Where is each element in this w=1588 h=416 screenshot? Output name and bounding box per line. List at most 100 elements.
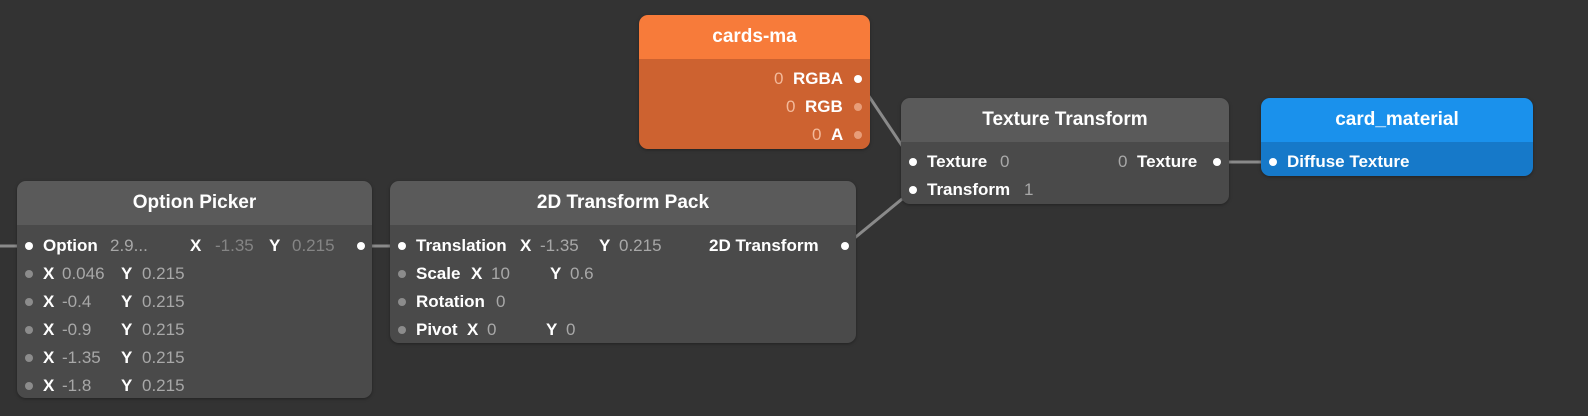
option-value[interactable]: 2.9...	[110, 236, 148, 255]
alpha-label: A	[831, 125, 844, 144]
option-picker-node[interactable]: Option Picker	[17, 181, 372, 398]
entry-x-label: X	[43, 376, 55, 395]
scale-input-port[interactable]	[398, 270, 406, 278]
texture-output-port[interactable]	[1213, 158, 1221, 166]
diffuse-texture-row: Diffuse Texture	[1261, 148, 1533, 176]
texture-transform-title[interactable]: Texture Transform	[901, 98, 1229, 142]
option-output-port[interactable]	[357, 242, 365, 250]
entry-y-label: Y	[121, 292, 133, 311]
pivot-label: Pivot	[416, 320, 458, 339]
pivot-x-value[interactable]: 0	[487, 320, 497, 339]
scale-y-label: Y	[550, 264, 562, 283]
pivot-x-label: X	[467, 320, 479, 339]
option-input-port[interactable]	[25, 242, 33, 250]
option-entry-port[interactable]	[25, 298, 33, 306]
option-entry-row: X -0.9 Y 0.215	[17, 316, 372, 344]
translation-x-value[interactable]: -1.35	[540, 236, 579, 255]
entry-y-label: Y	[121, 376, 133, 395]
output-y-value: 0.215	[292, 236, 335, 255]
entry-y-label: Y	[121, 320, 133, 339]
texture-input-value: 0	[1000, 152, 1010, 171]
entry-y-value[interactable]: 0.215	[142, 348, 185, 367]
entry-y-value[interactable]: 0.215	[142, 320, 185, 339]
output-x-label: X	[190, 236, 202, 255]
option-picker-title[interactable]: Option Picker	[17, 181, 372, 225]
option-row: Option 2.9... X -1.35 Y 0.215	[17, 232, 372, 260]
option-entry-port[interactable]	[25, 326, 33, 334]
entry-y-value[interactable]: 0.215	[142, 264, 185, 283]
alpha-output-port[interactable]	[854, 131, 862, 139]
transform-output-port[interactable]	[841, 242, 849, 250]
rgba-label: RGBA	[793, 69, 844, 88]
transform-input-value: 1	[1024, 180, 1034, 199]
rgb-label: RGB	[805, 97, 843, 116]
option-entry-port[interactable]	[25, 354, 33, 362]
translation-input-port[interactable]	[398, 242, 406, 250]
pivot-row: Pivot X 0 Y 0	[390, 316, 856, 343]
rotation-row: Rotation 0	[390, 288, 856, 316]
entry-x-value[interactable]: -0.9	[62, 320, 92, 339]
texture-input-port[interactable]	[909, 158, 917, 166]
scale-y-value[interactable]: 0.6	[570, 264, 594, 283]
option-entry-port[interactable]	[25, 382, 33, 390]
option-entry-port[interactable]	[25, 270, 33, 278]
texture-row: Texture 0 0 Texture	[901, 148, 1229, 176]
cards-ma-title[interactable]: cards-ma	[639, 15, 870, 59]
scale-x-label: X	[471, 264, 483, 283]
rotation-input-port[interactable]	[398, 298, 406, 306]
rgba-output-port[interactable]	[854, 75, 862, 83]
rotation-value[interactable]: 0	[496, 292, 506, 311]
rgb-value: 0	[786, 97, 796, 116]
cards-ma-node[interactable]: cards-ma 0 RGBA 0 RGB 0 A	[639, 15, 870, 149]
translation-x-label: X	[520, 236, 532, 255]
transform-output-label: 2D Transform	[709, 236, 819, 255]
scale-x-value[interactable]: 10	[491, 264, 510, 283]
pivot-input-port[interactable]	[398, 326, 406, 334]
transform-row: Transform 1	[901, 176, 1229, 204]
translation-label: Translation	[416, 236, 507, 255]
diffuse-texture-label: Diffuse Texture	[1287, 152, 1410, 171]
option-entry-row: X -1.35 Y 0.215	[17, 344, 372, 372]
entry-x-label: X	[43, 320, 55, 339]
rgb-output-port[interactable]	[854, 103, 862, 111]
card-material-title[interactable]: card_material	[1261, 98, 1533, 142]
entry-x-label: X	[43, 264, 55, 283]
texture-transform-node[interactable]: Texture Transform Texture 0 0 Texture Tr…	[901, 98, 1229, 204]
translation-row: Translation X -1.35 Y 0.215 2D Transform	[390, 232, 856, 260]
texture-input-label: Texture	[927, 152, 988, 171]
entry-x-value[interactable]: -1.8	[62, 376, 92, 395]
rgb-output-row: 0 RGB	[639, 93, 870, 121]
transform-input-port[interactable]	[909, 186, 917, 194]
translation-y-label: Y	[599, 236, 611, 255]
entry-y-label: Y	[121, 264, 133, 283]
entry-x-value[interactable]: -1.35	[62, 348, 101, 367]
rgba-value: 0	[774, 69, 784, 88]
option-entry-row: X -0.4 Y 0.215	[17, 288, 372, 316]
transform-pack-title[interactable]: 2D Transform Pack	[390, 181, 856, 225]
pivot-y-value[interactable]: 0	[566, 320, 576, 339]
output-y-label: Y	[269, 236, 281, 255]
entry-y-value[interactable]: 0.215	[142, 376, 185, 395]
option-row	[17, 181, 372, 202]
pivot-y-label: Y	[546, 320, 558, 339]
entry-x-value[interactable]: -0.4	[62, 292, 92, 311]
translation-y-value[interactable]: 0.215	[619, 236, 662, 255]
rgba-output-row: 0 RGBA	[639, 65, 870, 93]
entry-x-label: X	[43, 348, 55, 367]
entry-y-label: Y	[121, 348, 133, 367]
alpha-output-row: 0 A	[639, 121, 870, 149]
entry-x-value[interactable]: 0.046	[62, 264, 105, 283]
option-label: Option	[43, 236, 98, 255]
rotation-label: Rotation	[416, 292, 485, 311]
card-material-node[interactable]: card_material Diffuse Texture	[1261, 98, 1533, 176]
diffuse-texture-input-port[interactable]	[1269, 158, 1277, 166]
transform-input-label: Transform	[927, 180, 1011, 199]
scale-label: Scale	[416, 264, 461, 283]
option-picker-rows: Option 2.9... X -1.35 Y 0.215 X 0.046 Y …	[17, 225, 372, 398]
transform-pack-node[interactable]: 2D Transform Pack Translation X -1.35 Y …	[390, 181, 856, 343]
scale-row: Scale X 10 Y 0.6	[390, 260, 856, 288]
entry-x-label: X	[43, 292, 55, 311]
entry-y-value[interactable]: 0.215	[142, 292, 185, 311]
option-entry-row: X 0.046 Y 0.215	[17, 260, 372, 288]
texture-output-value: 0	[1118, 152, 1128, 171]
